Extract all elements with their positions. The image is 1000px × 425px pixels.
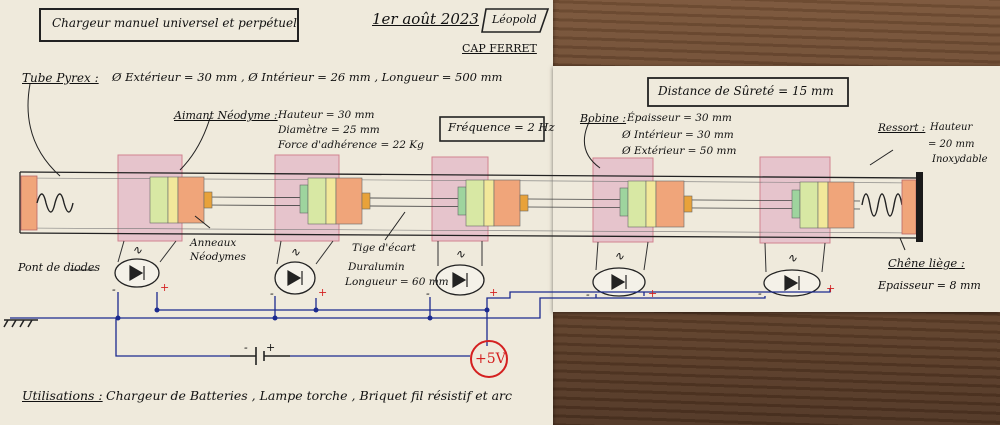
magnet-stack-2 bbox=[299, 177, 371, 225]
rings-label-1: Anneaux bbox=[190, 237, 237, 249]
wire-nodes bbox=[115, 307, 490, 321]
minus-marker-1: - bbox=[112, 283, 116, 296]
coil-thickness: Épaisseur = 30 mm bbox=[627, 112, 732, 124]
ac-marker-5: ∿ bbox=[787, 251, 798, 265]
magnet-diameter: Diamètre = 25 mm bbox=[278, 124, 380, 136]
magnet-height: Hauteur = 30 mm bbox=[278, 109, 375, 121]
spring-right bbox=[861, 193, 903, 217]
minus-marker-2: - bbox=[270, 287, 274, 300]
coil-outer-diameter: Ø Extérieur = 50 mm bbox=[622, 145, 737, 157]
place-label: CAP FERRET bbox=[462, 42, 537, 55]
spring-label: Ressort : bbox=[878, 122, 926, 134]
tube-label: Tube Pyrex : bbox=[22, 71, 99, 85]
minus-marker-3: - bbox=[426, 287, 430, 300]
page-title: Chargeur manuel universel et perpétuel bbox=[52, 16, 297, 30]
coil-leads bbox=[117, 240, 826, 273]
voltage-label: +5V bbox=[475, 351, 506, 367]
ac-marker-3: ∿ bbox=[455, 247, 466, 261]
wiring bbox=[10, 288, 831, 357]
cork-label: Chêne liège : bbox=[888, 256, 965, 270]
author-name: Léopold bbox=[492, 13, 537, 26]
magnet-stack-3 bbox=[457, 179, 529, 227]
battery-plus: + bbox=[266, 341, 276, 354]
coil-label: Bobine : bbox=[580, 112, 627, 125]
minus-marker-5: - bbox=[758, 287, 762, 300]
pointer-arrows bbox=[27, 83, 906, 271]
cork-cap bbox=[916, 172, 923, 242]
plus-marker-3: + bbox=[489, 286, 499, 299]
rod-label-2: Duralumin bbox=[348, 261, 405, 273]
plus-marker-5: + bbox=[826, 282, 836, 295]
spring-left bbox=[36, 193, 74, 213]
plus-marker-1: + bbox=[160, 281, 170, 294]
rod-label-3: Longueur = 60 mm bbox=[345, 276, 449, 288]
spring-material: Inoxydable bbox=[932, 154, 988, 165]
ac-marker-1: ∿ bbox=[132, 243, 143, 257]
magnet-label: Aimant Néodyme : bbox=[174, 109, 278, 122]
frequency-label: Fréquence = 2 Hz bbox=[448, 120, 555, 134]
spring-height: Hauteur bbox=[930, 122, 973, 133]
title-box bbox=[39, 8, 299, 42]
minus-marker-4: - bbox=[586, 288, 590, 301]
coil-inner-diameter: Ø Intérieur = 30 mm bbox=[622, 129, 734, 141]
author-box bbox=[481, 8, 550, 33]
uses-label: Utilisations : bbox=[22, 388, 103, 403]
battery-symbol bbox=[230, 347, 290, 365]
tube-specs: Ø Extérieur = 30 mm , Ø Intérieur = 26 m… bbox=[112, 70, 503, 84]
safety-box bbox=[647, 77, 849, 107]
frequency-box bbox=[439, 116, 545, 142]
ac-marker-2: ∿ bbox=[290, 245, 301, 259]
magnet-stack-1 bbox=[149, 176, 213, 224]
voltage-circle bbox=[470, 340, 508, 378]
magnet-stack-5 bbox=[791, 181, 855, 229]
magnet-force: Force d'adhérence = 22 Kg bbox=[278, 139, 424, 151]
magnet-stack-4 bbox=[619, 180, 693, 228]
safety-distance-label: Distance de Sûreté = 15 mm bbox=[658, 84, 834, 98]
spring-height-value: = 20 mm bbox=[928, 139, 975, 150]
diode-bridge-label: Pont de diodes bbox=[18, 261, 101, 274]
cork-right bbox=[901, 179, 917, 235]
uses-text: Chargeur de Batteries , Lampe torche , B… bbox=[106, 388, 513, 403]
diode-symbols bbox=[129, 264, 800, 292]
rings-label-2: Néodymes bbox=[190, 251, 246, 263]
cork-left bbox=[20, 175, 38, 231]
plus-marker-2: + bbox=[318, 286, 328, 299]
ac-marker-4: ∿ bbox=[614, 249, 625, 263]
plus-marker-4: + bbox=[648, 287, 658, 300]
ground-symbol bbox=[3, 319, 38, 328]
rod-label-1: Tige d'écart bbox=[352, 242, 416, 254]
battery-minus: - bbox=[244, 341, 248, 354]
cork-thickness: Epaisseur = 8 mm bbox=[878, 279, 981, 292]
date-label: 1er août 2023 bbox=[372, 10, 479, 28]
